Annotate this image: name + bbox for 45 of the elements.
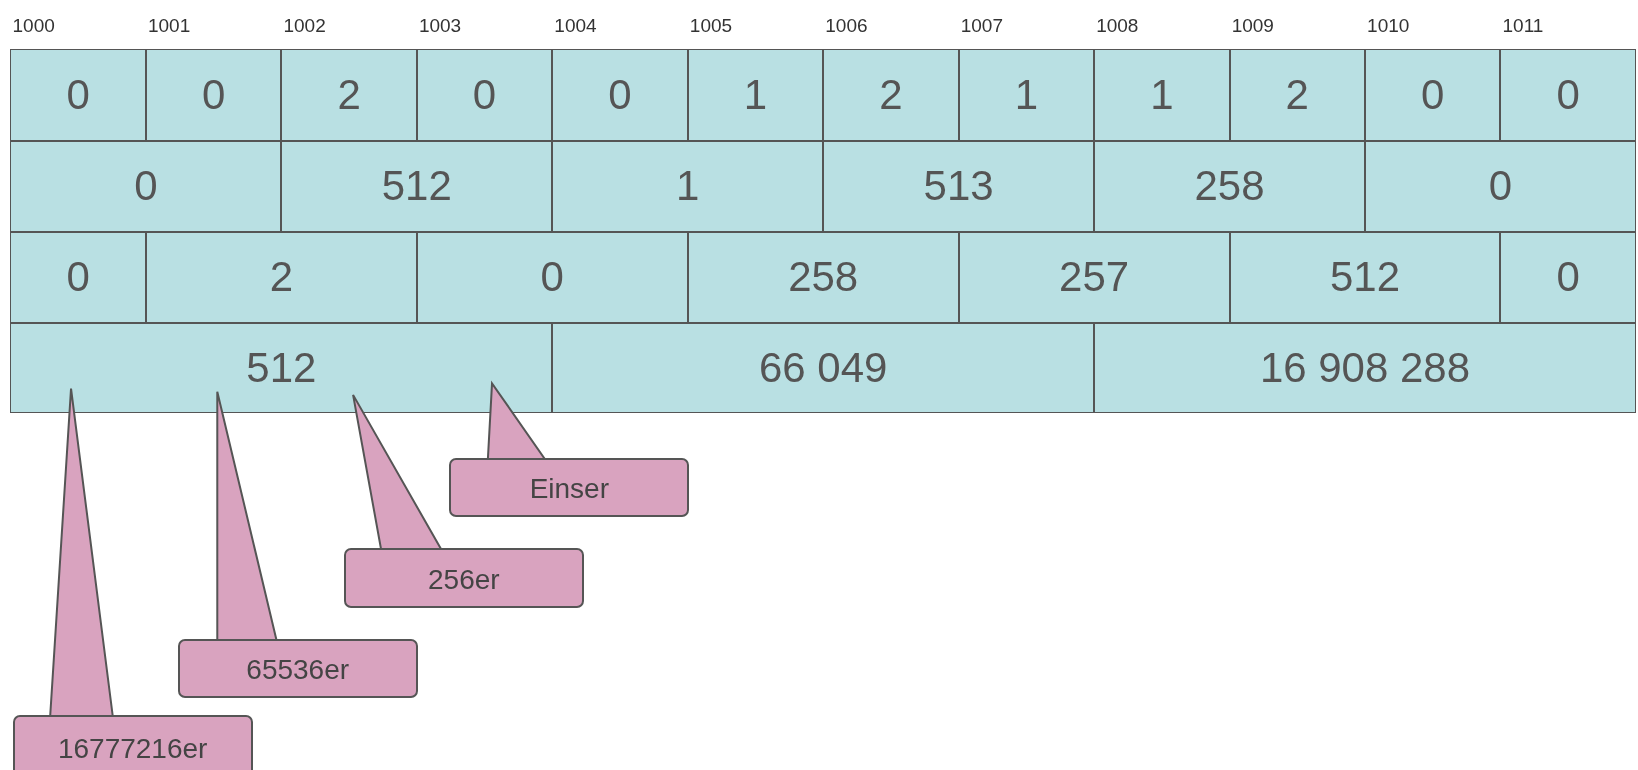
table-cell: 0 (1365, 49, 1501, 141)
table-cell: 258 (687, 231, 959, 323)
table-cell: 0 (10, 49, 146, 141)
table-cell: 1 (552, 141, 824, 232)
table-cell: 2 (145, 231, 417, 323)
table-cell: 2 (1229, 49, 1365, 141)
table-cell: 0 (10, 141, 282, 232)
table-cell: 0 (10, 231, 146, 323)
table-cell: 2 (281, 49, 417, 141)
address-label: 1003 (418, 14, 462, 37)
callout-pointer (49, 387, 114, 718)
table-cell: 66 049 (552, 322, 1095, 413)
table-cell: 512 (281, 141, 553, 232)
callout-box: 65536er (177, 639, 418, 698)
address-label: 1006 (825, 14, 868, 37)
table-cell: 512 (1229, 231, 1501, 323)
table-cell: 1 (958, 49, 1095, 141)
address-label: 1007 (960, 14, 1003, 37)
table-cell: 2 (823, 49, 959, 141)
table-cell: 0 (552, 49, 688, 141)
table-cell: 258 (1094, 141, 1365, 232)
table-cell: 0 (145, 49, 282, 141)
table-cell: 0 (1500, 49, 1636, 141)
address-label: 1000 (12, 14, 55, 37)
address-label: 1002 (283, 14, 326, 37)
table-cell: 0 (1500, 231, 1636, 323)
table-cell: 0 (416, 231, 688, 323)
callout-pointer (486, 380, 548, 461)
address-label: 1005 (689, 14, 733, 37)
address-label: 1011 (1502, 14, 1544, 37)
table-cell: 512 (10, 322, 553, 413)
address-label: 1001 (148, 14, 191, 37)
address-label: 1010 (1367, 14, 1410, 37)
callout-box: 256er (343, 548, 584, 608)
table-cell: 1 (687, 49, 824, 141)
table-cell: 257 (958, 231, 1230, 323)
table-cell: 1 (1094, 49, 1230, 141)
address-label: 1009 (1231, 14, 1274, 37)
address-label: 1004 (554, 14, 597, 37)
table-cell: 0 (1365, 141, 1636, 232)
table-cell: 0 (416, 49, 553, 141)
address-label: 1008 (1096, 14, 1139, 37)
callout-box: 16777216er (12, 714, 253, 770)
table-cell: 513 (823, 141, 1095, 232)
table-cell: 16 908 288 (1094, 322, 1636, 413)
